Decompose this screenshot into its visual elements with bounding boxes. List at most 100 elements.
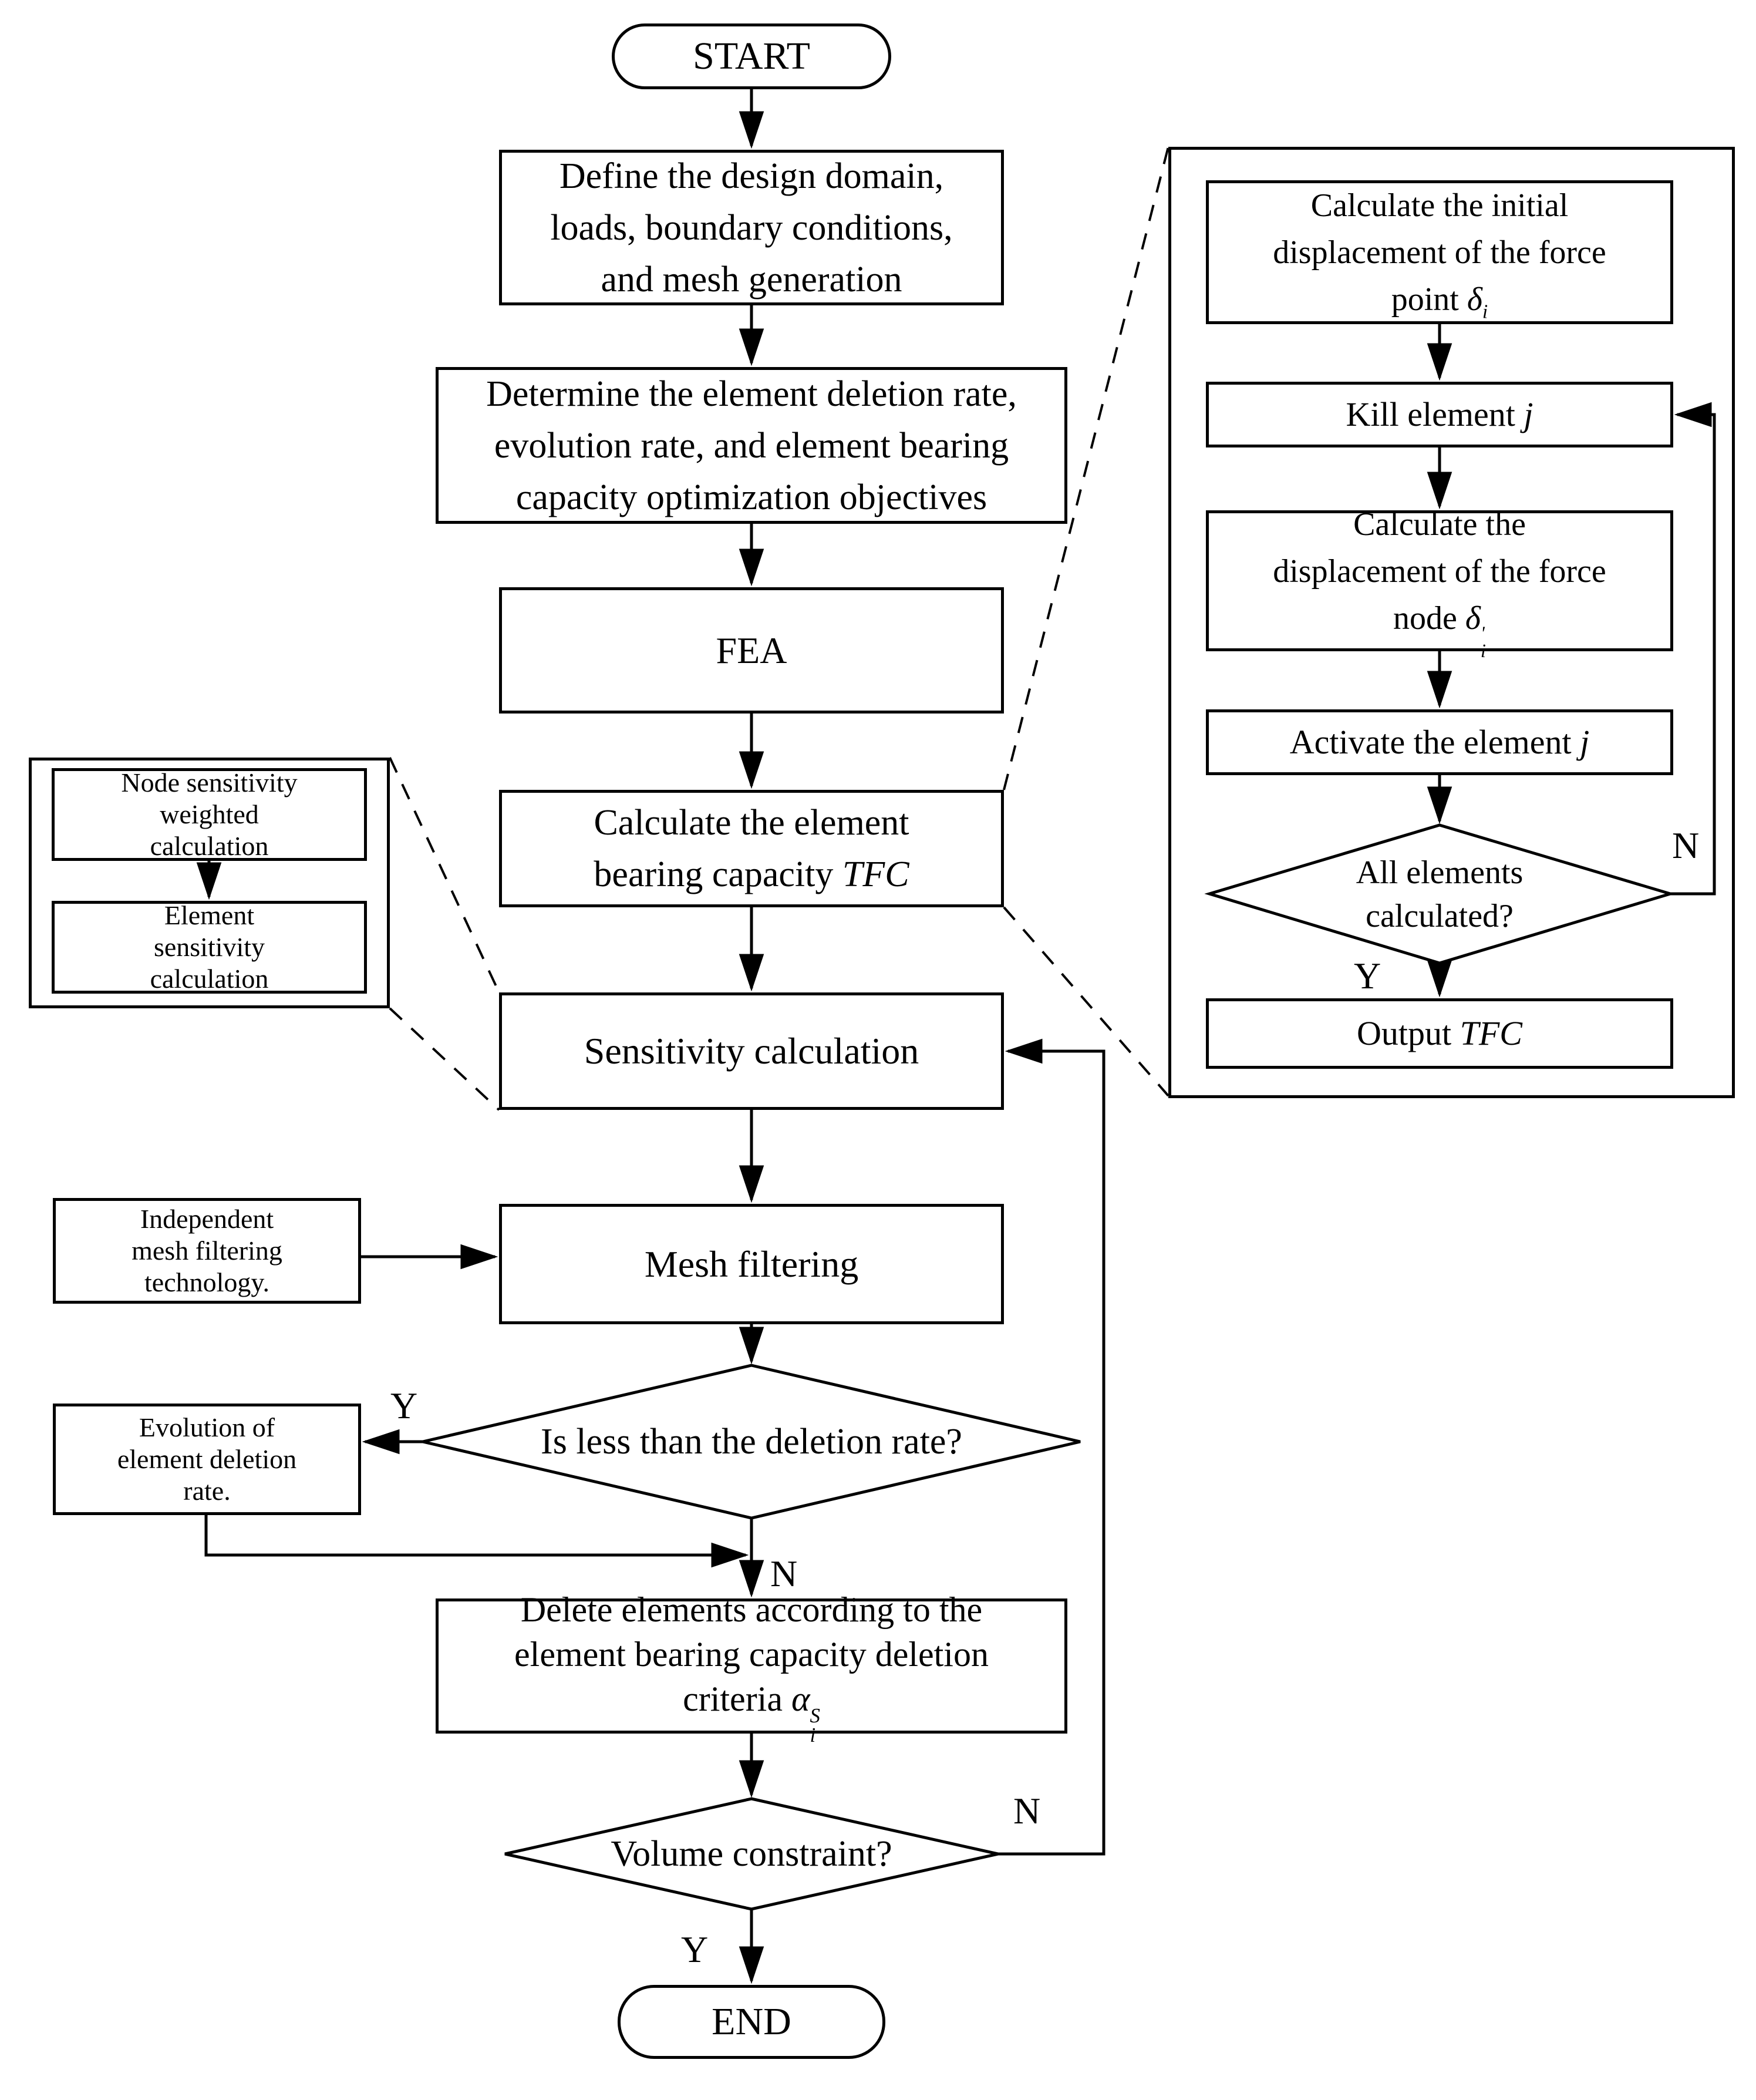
all-elements-diamond xyxy=(1204,823,1676,965)
deletion-rate-diamond xyxy=(422,1364,1081,1520)
calc-displacement-line-2: displacement of the force xyxy=(1273,553,1606,590)
calc-initial-line-3: point δi xyxy=(1391,276,1488,323)
evolution-line-3: rate. xyxy=(183,1476,231,1506)
all-elements-no-label: N xyxy=(1672,824,1700,866)
define-line-1: Define the design domain, xyxy=(559,156,944,196)
node-sensitivity-line-2: weighted xyxy=(160,799,259,829)
define-line-2: loads, boundary conditions, xyxy=(550,207,953,248)
start-label: START xyxy=(693,35,810,78)
dashed-link-left-group-top xyxy=(389,757,500,993)
determine-box: Determine the element deletion rate, evo… xyxy=(436,367,1067,524)
deletion-rate-question: Is less than the deletion rate? xyxy=(541,1422,962,1462)
volume-diamond-no-label: N xyxy=(1013,1790,1041,1832)
define-line-3: and mesh generation xyxy=(601,259,902,299)
determine-line-2: evolution rate, and element bearing xyxy=(494,425,1009,466)
element-sensitivity-line-1: Element xyxy=(164,900,255,930)
sensitivity-box: Sensitivity calculation xyxy=(499,992,1004,1110)
fea-box: FEA xyxy=(499,587,1004,714)
delta-prime-subscript: i xyxy=(1480,641,1486,662)
fea-label: FEA xyxy=(716,629,787,671)
arrow-volume-no-to-sensitivity xyxy=(998,1038,1105,1856)
activate-element-text: Activate the element xyxy=(1289,723,1580,761)
alpha-superscript: S xyxy=(810,1704,820,1727)
delta-prime-supsub: 'i xyxy=(1480,622,1486,662)
tfc-line-2: bearing capacity TFC xyxy=(594,849,909,900)
volume-constraint-question: Volume constraint? xyxy=(611,1834,892,1874)
calc-initial-line-3-text: point xyxy=(1391,281,1467,318)
tfc-box: Calculate the element bearing capacity T… xyxy=(499,790,1004,907)
kill-element-j-symbol: j xyxy=(1524,395,1533,433)
calc-initial-line-2: displacement of the force xyxy=(1273,234,1606,271)
tfc-line-2-text: bearing capacity xyxy=(594,854,842,894)
dashed-link-right-panel-bottom xyxy=(1003,906,1169,1097)
independent-line-1: Independent xyxy=(140,1204,274,1234)
tfc-subroutine-panel xyxy=(1168,147,1735,1098)
element-sensitivity-line-2: sensitivity xyxy=(153,932,265,962)
activate-element-j-symbol: j xyxy=(1580,723,1590,761)
calc-initial-line-1: Calculate the initial xyxy=(1310,187,1569,224)
sensitivity-detail-group-box xyxy=(29,758,390,1008)
tfc-symbol: TFC xyxy=(842,854,909,894)
output-tfc-text: Output xyxy=(1357,1014,1460,1052)
deletion-rate-diamond-text: Is less than the deletion rate? xyxy=(458,1409,1045,1474)
delete-line-1: Delete elements according to the xyxy=(520,1590,983,1630)
start-node: START xyxy=(612,23,891,89)
calc-displacement-box: Calculate the displacement of the force … xyxy=(1206,506,1673,661)
end-label: END xyxy=(712,2000,791,2043)
determine-line-1: Determine the element deletion rate, xyxy=(486,373,1017,414)
deletion-diamond-yes-label: Y xyxy=(390,1385,418,1426)
kill-element-box: Kill element j xyxy=(1206,382,1673,447)
element-sensitivity-line-3: calculation xyxy=(150,964,269,994)
delete-line-2: element bearing capacity deletion xyxy=(514,1635,989,1674)
delete-elements-box: Delete elements according to the element… xyxy=(436,1590,1067,1745)
determine-line-3: capacity optimization objectives xyxy=(515,477,987,517)
evolution-line-1: Evolution of xyxy=(139,1412,275,1442)
volume-diamond-yes-label: Y xyxy=(681,1929,709,1970)
node-sensitivity-line-1: Node sensitivity xyxy=(121,768,298,797)
calc-displacement-line-3-text: node xyxy=(1393,600,1465,637)
arrow-evolution-return-loop xyxy=(204,1515,749,1568)
kill-element-label: Kill element j xyxy=(1346,396,1533,433)
dashed-link-left-group-bottom xyxy=(389,1007,500,1111)
arrow-all-elements-no-to-kill xyxy=(1670,402,1716,896)
independent-line-3: technology. xyxy=(144,1267,269,1297)
kill-element-text: Kill element xyxy=(1346,395,1524,433)
calc-initial-displacement-box: Calculate the initial displacement of th… xyxy=(1206,180,1673,324)
calc-displacement-line-3: node δ'i xyxy=(1393,595,1486,661)
alpha-subscript: i xyxy=(810,1723,816,1746)
calc-displacement-line-1: Calculate the xyxy=(1353,506,1526,543)
end-node: END xyxy=(618,1985,885,2059)
delta-symbol: δ xyxy=(1467,281,1482,318)
delete-line-3-text: criteria xyxy=(683,1680,791,1719)
define-box: Define the design domain, loads, boundar… xyxy=(499,150,1004,305)
activate-element-box: Activate the element j xyxy=(1206,709,1673,775)
node-sensitivity-box: Node sensitivity weighted calculation xyxy=(52,768,367,861)
mesh-filtering-box: Mesh filtering xyxy=(499,1204,1004,1324)
tfc-line-1: Calculate the element xyxy=(594,803,909,843)
output-tfc-symbol: TFC xyxy=(1460,1014,1522,1052)
output-tfc-box: Output TFC xyxy=(1206,998,1673,1069)
all-elements-line-1: All elements xyxy=(1356,854,1524,891)
independent-line-2: mesh filtering xyxy=(132,1236,282,1266)
deletion-diamond-no-label: N xyxy=(770,1553,798,1594)
evolution-rate-box: Evolution of element deletion rate. xyxy=(53,1404,361,1515)
all-elements-diamond-text: All elements calculated? xyxy=(1263,850,1616,938)
element-sensitivity-box: Element sensitivity calculation xyxy=(52,900,367,994)
delta-prime-superscript: ' xyxy=(1480,622,1485,644)
volume-constraint-diamond xyxy=(504,1797,999,1911)
sensitivity-label: Sensitivity calculation xyxy=(584,1030,919,1072)
all-elements-line-2: calculated? xyxy=(1366,898,1514,934)
output-tfc-label: Output TFC xyxy=(1357,1015,1522,1052)
delta-prime-symbol: δ xyxy=(1465,600,1481,637)
delta-subscript: i xyxy=(1482,300,1488,322)
node-sensitivity-line-3: calculation xyxy=(150,831,269,861)
activate-element-label: Activate the element j xyxy=(1290,723,1590,761)
dashed-link-right-panel-top xyxy=(1003,146,1169,790)
alpha-symbol: α xyxy=(791,1680,810,1719)
mesh-filtering-label: Mesh filtering xyxy=(644,1243,859,1285)
volume-constraint-diamond-text: Volume constraint? xyxy=(546,1824,957,1884)
all-elements-yes-label: Y xyxy=(1354,955,1381,997)
